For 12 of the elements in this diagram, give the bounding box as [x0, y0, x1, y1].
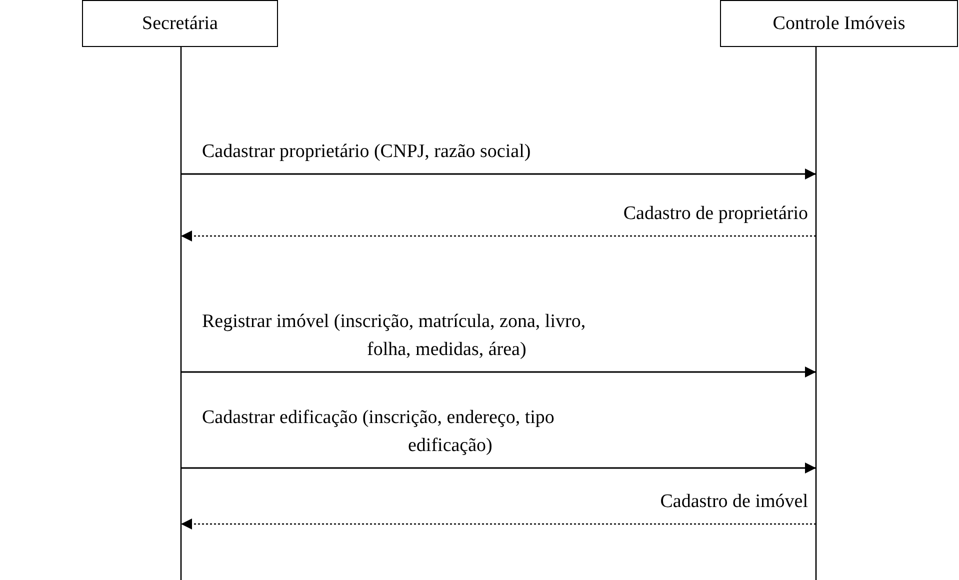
message-label: Cadastro de proprietário [622, 202, 808, 226]
return-message-arrow [181, 518, 816, 530]
participant-box: Secretária [82, 0, 278, 47]
message-label: Cadastrar proprietário (CNPJ, razão social) [202, 140, 532, 164]
message-arrow [181, 366, 816, 378]
message-arrow [181, 462, 816, 474]
message-arrow [181, 168, 816, 180]
return-message-arrow [181, 230, 816, 242]
participant-box: Controle Imóveis [720, 0, 958, 47]
message-label: Cadastro de imóvel [659, 490, 808, 514]
message-label: Cadastrar edificação (inscrição, endereço, tipo edificação) [202, 406, 556, 458]
message-label: Registrar imóvel (inscrição, matrícula, zona, livro, folha, medidas, área) [202, 310, 587, 362]
